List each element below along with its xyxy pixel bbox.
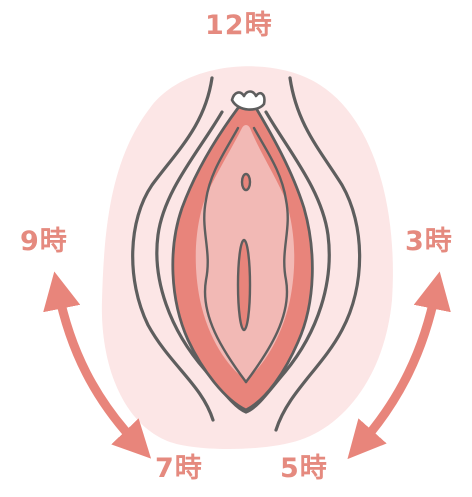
label-12-oclock: 12時 (205, 12, 273, 39)
clitoral-hood (232, 92, 264, 110)
label-7-oclock: 7時 (155, 455, 203, 482)
label-9-oclock: 9時 (20, 228, 68, 255)
label-5-oclock: 5時 (280, 455, 328, 482)
label-3-oclock: 3時 (405, 228, 453, 255)
urethral-opening (242, 174, 250, 190)
vaginal-opening (238, 240, 250, 330)
